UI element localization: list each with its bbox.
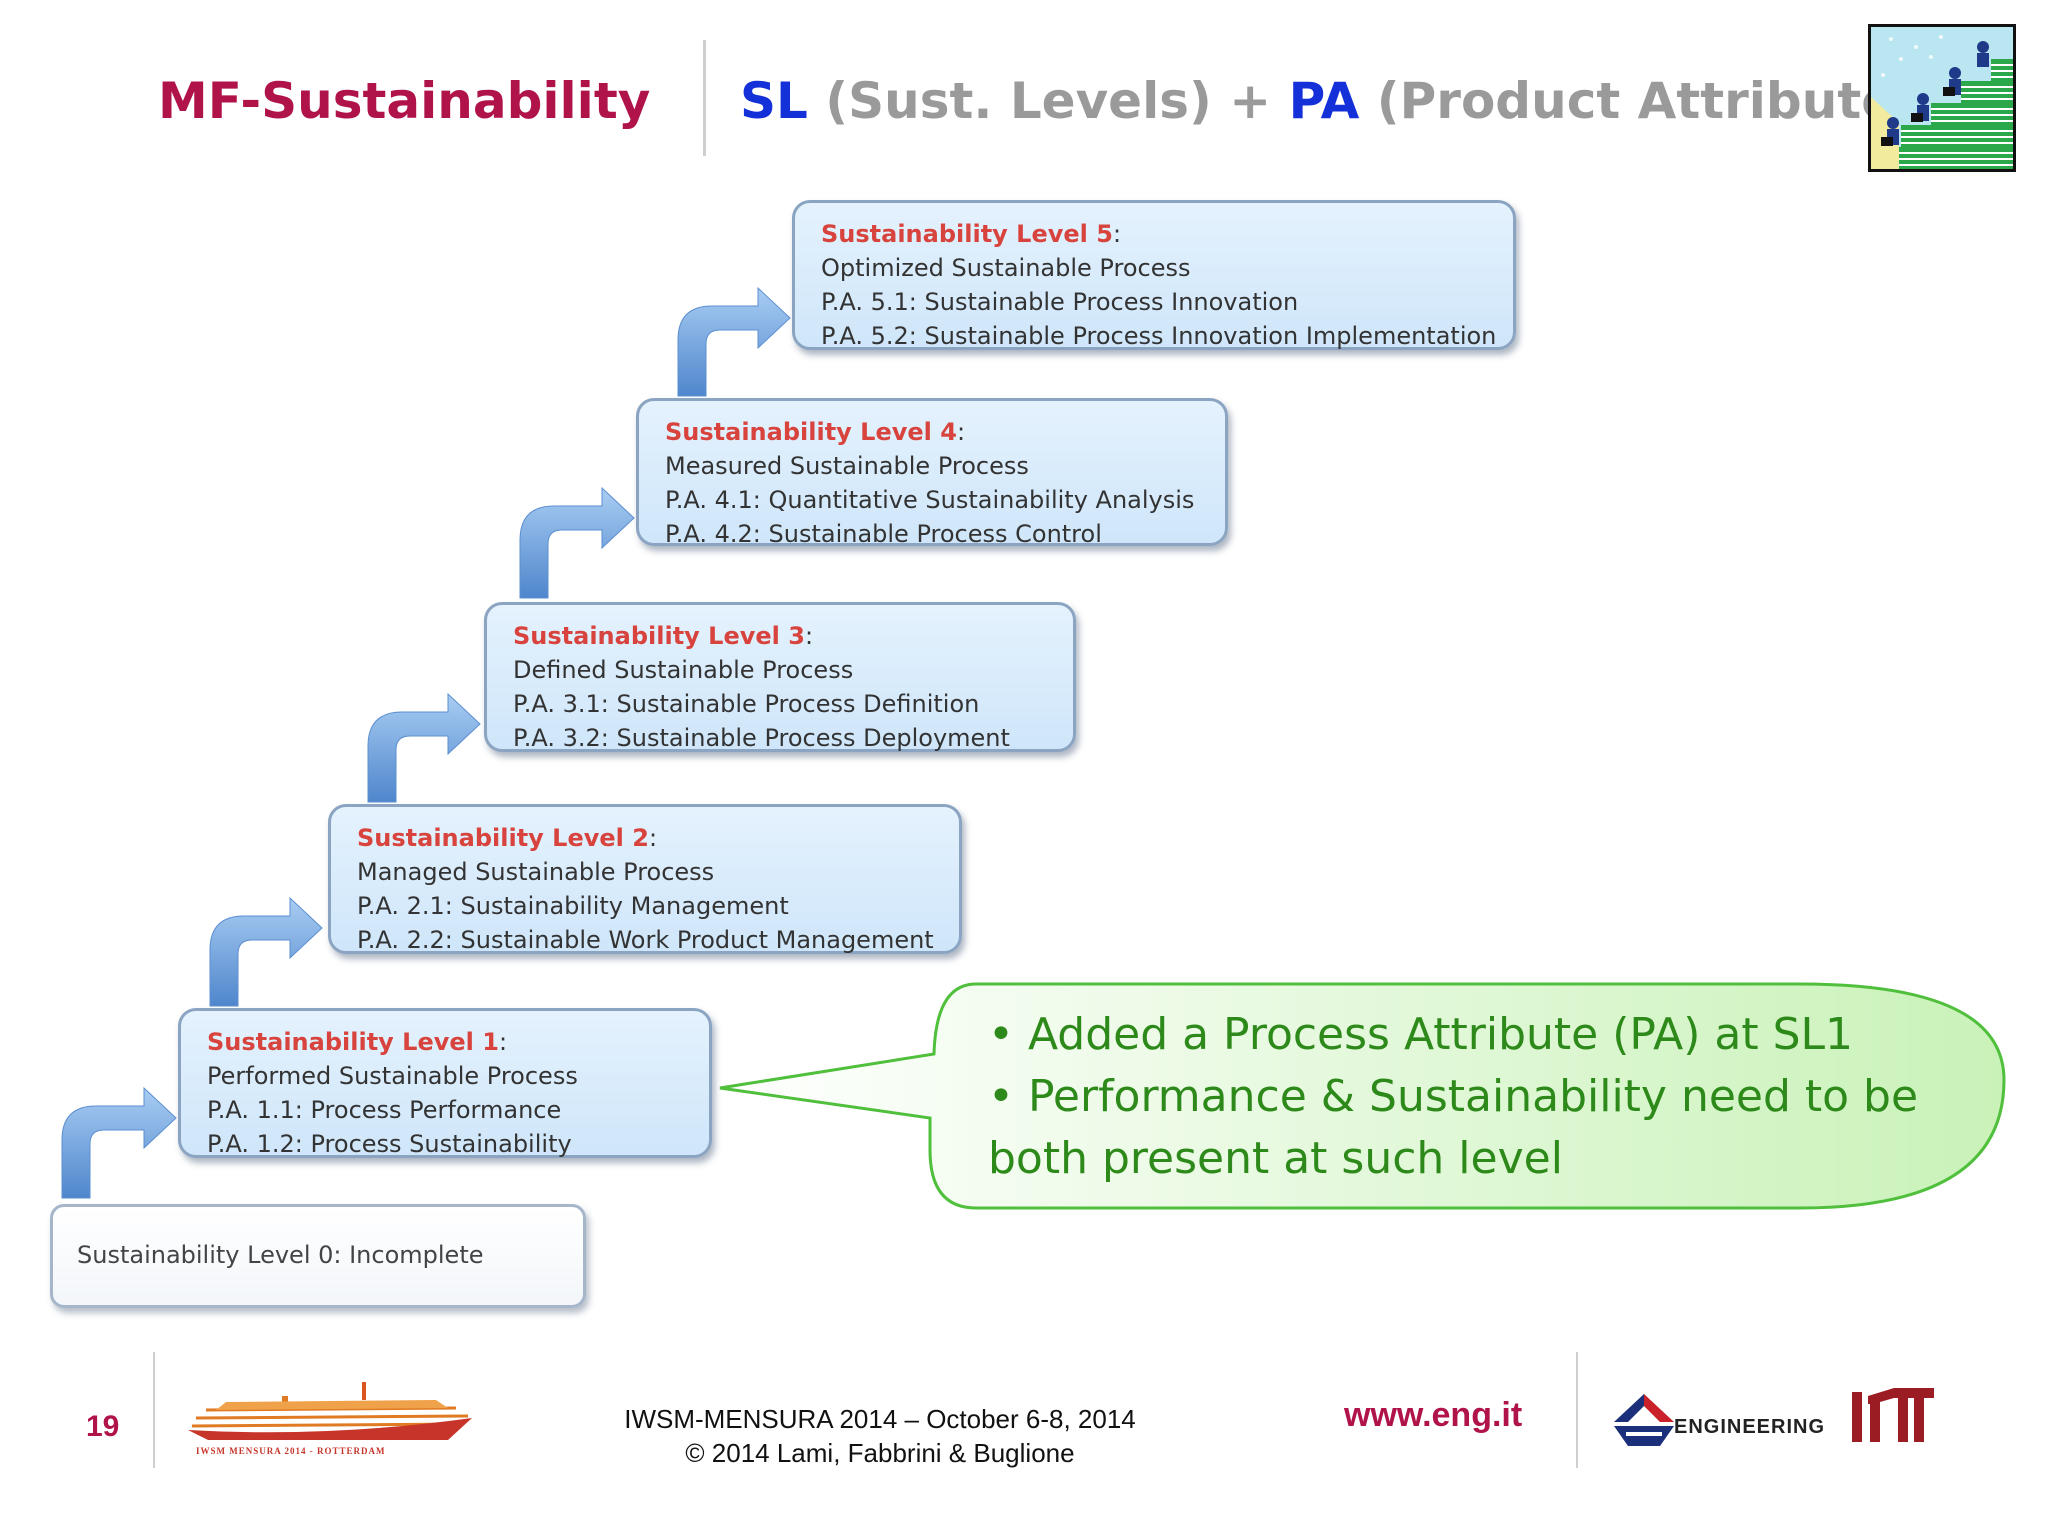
level-5-title: Sustainability Level 5 — [821, 220, 1113, 248]
level-1-line-2: P.A. 1.1: Process Performance — [207, 1096, 562, 1124]
footer-conference: IWSM-MENSURA 2014 – October 6-8, 2014 — [624, 1404, 1136, 1434]
level-2-line-3: P.A. 2.2: Sustainable Work Product Manag… — [357, 926, 934, 954]
level-3-line-3: P.A. 3.2: Sustainable Process Deployment — [513, 724, 1010, 752]
arrow-level4-to-5 — [677, 286, 791, 397]
subtitle-sl-expansion: (Sust. Levels) — [825, 72, 1212, 130]
page-title: MF-Sustainability — [158, 72, 651, 130]
level-0-text: Sustainability Level 0: Incomplete — [77, 1241, 484, 1269]
level-1-title: Sustainability Level 1 — [207, 1028, 499, 1056]
level-4-line-1: Measured Sustainable Process — [665, 452, 1029, 480]
level-2-box: Sustainability Level 2: Managed Sustaina… — [328, 804, 962, 954]
level-4-box: Sustainability Level 4: Measured Sustain… — [636, 398, 1228, 548]
level-0-box: Sustainability Level 0: Incomplete — [50, 1204, 586, 1308]
page-subtitle: SL (Sust. Levels) + PA (Product Attribut… — [740, 72, 1948, 130]
ship-caption: IWSM MENSURA 2014 - ROTTERDAM — [196, 1446, 386, 1456]
level-1-line-1: Performed Sustainable Process — [207, 1062, 578, 1090]
level-3-box: Sustainability Level 3: Defined Sustaina… — [484, 602, 1076, 752]
isti-logo-icon — [1850, 1386, 1936, 1454]
callout-bullet-2-line-1: • Performance & Sustainability need to b… — [988, 1071, 1919, 1122]
level-3-colon: : — [804, 622, 814, 650]
callout-bullet-1: • Added a Process Attribute (PA) at SL1 — [988, 1009, 1854, 1060]
level-5-line-3: P.A. 5.2: Sustainable Process Innovation… — [821, 322, 1497, 350]
footer-conference-info: IWSM-MENSURA 2014 – October 6-8, 2014 © … — [560, 1402, 1200, 1470]
level-1-line-3: P.A. 1.2: Process Sustainability — [207, 1130, 572, 1158]
subtitle-pa: PA — [1288, 72, 1360, 130]
level-3-line-2: P.A. 3.1: Sustainable Process Definition — [513, 690, 980, 718]
footer-copyright: © 2014 Lami, Fabbrini & Buglione — [685, 1438, 1075, 1468]
subtitle-sl: SL — [740, 72, 808, 130]
level-4-title: Sustainability Level 4 — [665, 418, 957, 446]
level-5-colon: : — [1112, 220, 1122, 248]
level-2-line-1: Managed Sustainable Process — [357, 858, 715, 886]
level-3-line-1: Defined Sustainable Process — [513, 656, 854, 684]
callout-text: • Added a Process Attribute (PA) at SL1 … — [988, 1004, 1988, 1190]
subtitle-pa-expansion: (Product Attributes) — [1376, 72, 1948, 130]
level-5-line-2: P.A. 5.1: Sustainable Process Innovation — [821, 288, 1299, 316]
level-4-line-3: P.A. 4.2: Sustainable Process Control — [665, 520, 1102, 548]
level-1-box: Sustainability Level 1: Performed Sustai… — [178, 1008, 712, 1158]
level-5-box: Sustainability Level 5: Optimized Sustai… — [792, 200, 1516, 350]
arrow-level0-to-1 — [61, 1086, 177, 1199]
level-2-colon: : — [648, 824, 658, 852]
header-divider — [703, 40, 706, 156]
level-4-colon: : — [956, 418, 966, 446]
engineering-label: ENGINEERING — [1674, 1416, 1826, 1438]
arrow-level1-to-2 — [209, 896, 323, 1007]
level-2-line-2: P.A. 2.1: Sustainability Management — [357, 892, 789, 920]
level-5-line-1: Optimized Sustainable Process — [821, 254, 1191, 282]
arrow-level3-to-4 — [519, 486, 635, 599]
level-2-title: Sustainability Level 2 — [357, 824, 649, 852]
footer-url-link[interactable]: www.eng.it — [1344, 1396, 1523, 1434]
level-4-line-2: P.A. 4.1: Quantitative Sustainability An… — [665, 486, 1195, 514]
subtitle-plus: + — [1229, 72, 1272, 130]
arrow-level2-to-3 — [367, 692, 481, 803]
footer-divider-left — [153, 1352, 155, 1468]
engineering-logo-icon — [1612, 1392, 1676, 1452]
page-number: 19 — [86, 1410, 120, 1443]
level-1-colon: : — [498, 1028, 508, 1056]
level-3-title: Sustainability Level 3 — [513, 622, 805, 650]
stairs-climbers-logo-icon — [1868, 24, 2016, 172]
callout-bullet-2-line-2: both present at such level — [988, 1133, 1563, 1184]
footer-divider-right — [1576, 1352, 1578, 1468]
conference-ship-logo-icon — [186, 1380, 476, 1456]
